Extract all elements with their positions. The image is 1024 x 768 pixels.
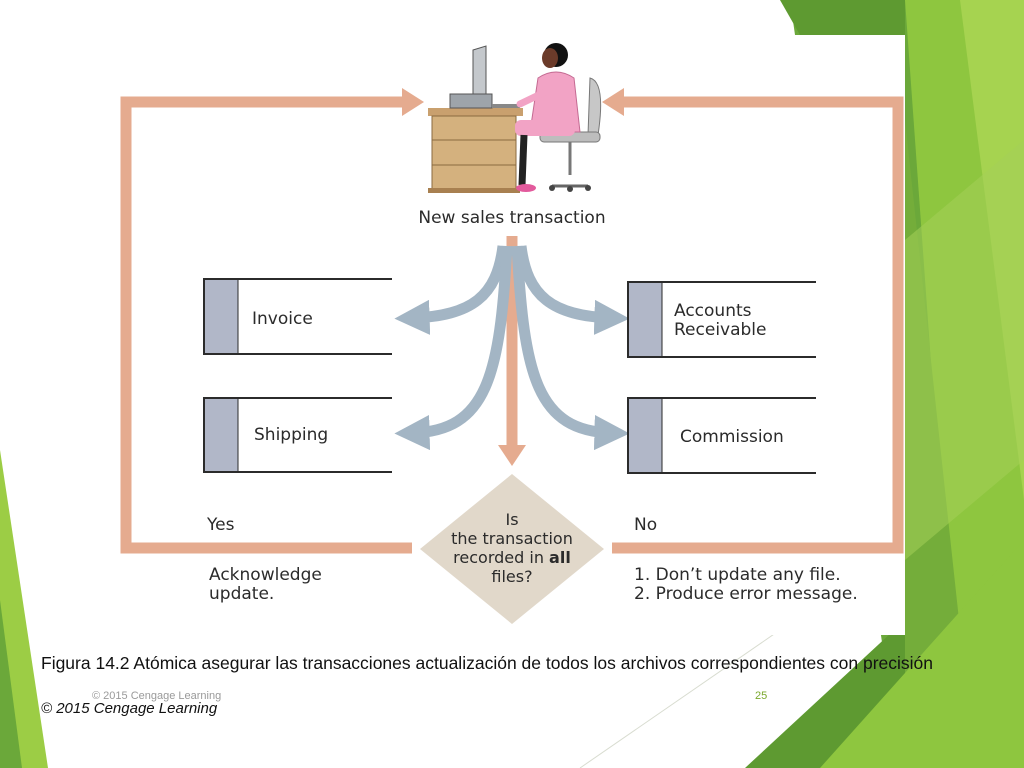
yes-loop-arrow (120, 88, 424, 554)
file-label-accounts: Accounts (674, 301, 752, 321)
figure-credit: © 2015 Cengage Learning (41, 700, 218, 717)
person-at-computer-icon (428, 43, 602, 193)
svg-text:recorded in all: recorded in all (453, 548, 571, 567)
no-action-line1: 1. Don’t update any file. (634, 565, 841, 585)
no-action-line2: 2. Produce error message. (634, 584, 858, 604)
figure-caption: Figura 14.2 Atómica asegurar las transac… (41, 653, 934, 673)
file-label-receivable: Receivable (674, 320, 767, 340)
file-box-shipping: Shipping (203, 397, 392, 473)
file-box-commission: Commission (627, 397, 816, 474)
no-loop-arrow (602, 88, 904, 554)
yes-action-line2: update. (209, 584, 274, 604)
file-label-shipping: Shipping (254, 425, 328, 445)
central-arrow (498, 236, 526, 466)
file-box-accounts-receivable: Accounts Receivable (627, 281, 816, 358)
file-box-invoice: Invoice (203, 278, 392, 355)
fan-arrows (394, 245, 630, 451)
yes-action-line1: Acknowledge (209, 565, 322, 585)
footer-credit: © 2015 Cengage Learning (92, 690, 222, 702)
svg-text:Is: Is (505, 510, 518, 529)
file-label-invoice: Invoice (252, 309, 313, 329)
svg-text:files?: files? (491, 567, 532, 586)
svg-text:the transaction: the transaction (451, 529, 573, 548)
no-label: No (634, 515, 657, 535)
yes-label: Yes (206, 515, 235, 535)
decision-diamond: Is the transaction recorded in all files… (420, 474, 604, 624)
file-label-commission: Commission (680, 427, 784, 447)
source-label: New sales transaction (418, 208, 605, 228)
slide-number: 25 (755, 690, 768, 702)
